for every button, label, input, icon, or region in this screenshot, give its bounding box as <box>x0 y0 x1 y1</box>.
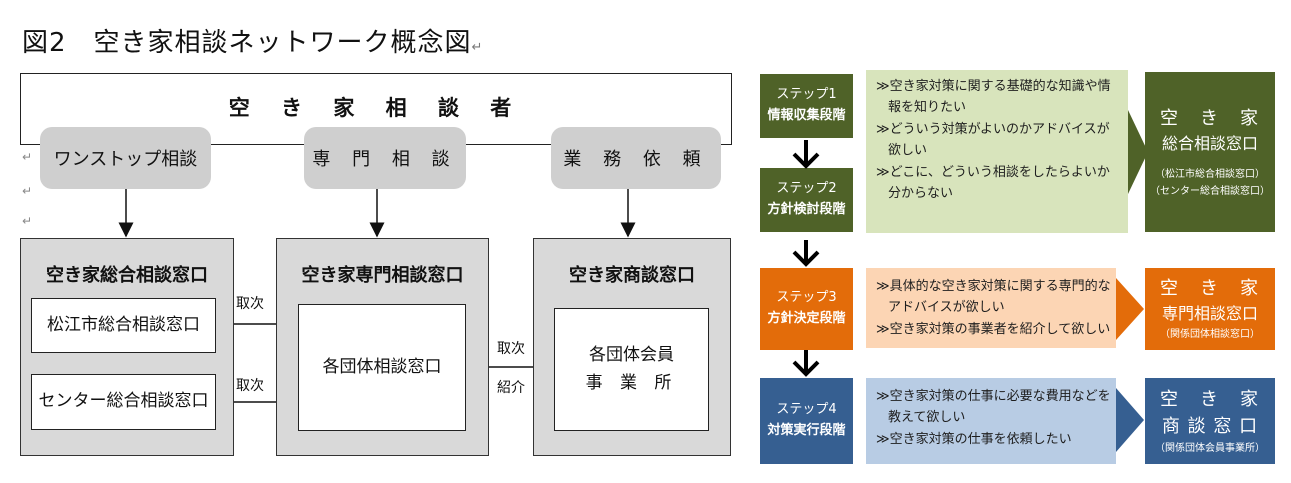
label-torisugi-3: 取次 <box>497 341 525 357</box>
box-title: 空き家専門相談窓口 <box>301 265 464 286</box>
category-onestop: ワンストップ相談 <box>40 127 211 189</box>
window-specialist: 空 き 家 専門相談窓口 （関係団体相談窓口） <box>1145 268 1275 350</box>
label-shokai: 紹介 <box>497 380 525 396</box>
label-torisugi-1: 取次 <box>236 296 264 312</box>
category-specialist: 専 門 相 談 <box>304 127 466 189</box>
chevron-right-icon <box>1116 388 1144 452</box>
return-mark: ↵ <box>22 150 33 164</box>
group-consult-window: 各団体相談窓口 <box>298 304 466 431</box>
chevron-right-icon <box>1116 278 1144 340</box>
consultant-label: 空 き 家 相 談 者 <box>228 96 524 120</box>
chevron-right-icon <box>1128 110 1148 194</box>
matsue-consult-window: 松江市総合相談窓口 <box>31 298 216 353</box>
member-business-window: 各団体会員 事 業 所 <box>554 308 709 431</box>
box-title: 空き家商談窓口 <box>569 265 695 286</box>
down-arrow-icon <box>792 140 820 169</box>
window-general: 空 き 家 総合相談窓口 （松江市総合相談窓口） （センター総合相談窓口） <box>1145 72 1275 232</box>
needs-box-3: ≫空き家対策の仕事に必要な費用などを 教えて欲しい ≫空き家対策の仕事を依頼した… <box>866 378 1116 464</box>
down-arrow-icon <box>792 350 820 377</box>
page-title: 図2 空き家相談ネットワーク概念図↵ <box>22 28 484 58</box>
center-consult-window: センター総合相談窓口 <box>31 374 216 430</box>
box-title: 空き家総合相談窓口 <box>46 265 208 286</box>
down-arrow-icon <box>792 240 820 267</box>
return-mark: ↵ <box>22 214 33 228</box>
category-business: 業 務 依 頼 <box>551 127 721 189</box>
return-mark: ↵ <box>22 184 33 198</box>
label-torisugi-2: 取次 <box>236 378 264 394</box>
needs-box-2: ≫具体的な空き家対策に関する専門的な アドバイスが欲しい ≫空き家対策の事業者を… <box>866 268 1116 348</box>
window-business: 空 き 家 商 談 窓 口 （関係団体会員事業所） <box>1145 378 1275 464</box>
needs-box-1: ≫空き家対策に関する基礎的な知識や情 報を知りたい ≫どういう対策がよいのかアド… <box>866 70 1128 233</box>
